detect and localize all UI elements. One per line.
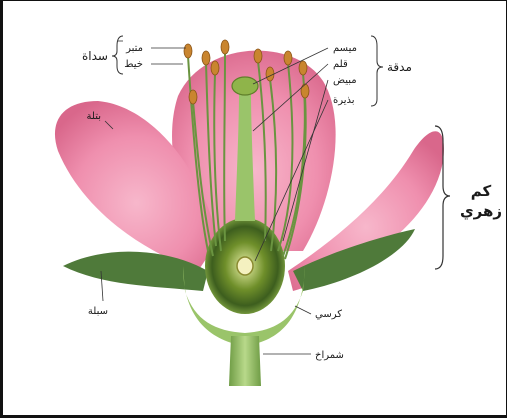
pistil-brace [371, 36, 383, 106]
style-label: قلم [333, 59, 348, 70]
petal-label: بتلة [87, 111, 101, 122]
pedicel-label: شمراخ [315, 350, 344, 361]
pistil-label: مدقة [387, 60, 412, 74]
receptacle-label: كرسي [315, 309, 342, 320]
stigma-label: ميسم [333, 43, 357, 54]
ovary-label: مبيض [333, 75, 357, 86]
filament-label: خيط [124, 59, 143, 70]
flower-illustration: متبر خيط سداة ميسم قلم مبيض بذيرة مدقة ب… [3, 1, 507, 417]
ovule-label: بذيرة [333, 95, 355, 106]
corolla-label-line2: زهري [460, 202, 502, 221]
sepal-label: سبلة [88, 306, 108, 317]
corolla-label-line1: كم [471, 182, 492, 200]
anther-label: متبر [125, 43, 143, 54]
stigma [232, 77, 258, 95]
ovule [237, 257, 253, 275]
stamen-label: سداة [82, 49, 108, 63]
stamen-brace [112, 36, 123, 74]
pedicel [229, 336, 261, 386]
